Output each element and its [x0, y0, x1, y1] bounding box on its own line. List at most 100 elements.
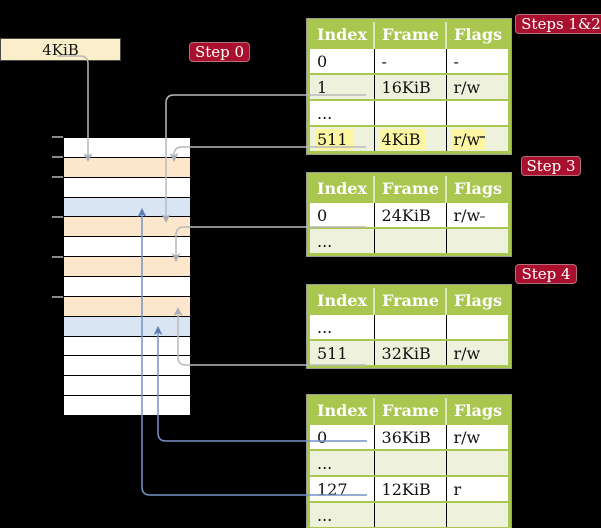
column-header-frame: Frame — [374, 286, 448, 314]
column-header-flags: Flags — [446, 396, 510, 424]
page-table-1: Index Frame Flags 0 - - 1 16KiB r/w ... … — [307, 19, 512, 154]
cell-flags: r/w — [446, 339, 510, 367]
cell-frame — [374, 501, 447, 528]
table-header-row: Index Frame Flags — [308, 174, 510, 202]
frame-tick — [52, 296, 63, 298]
page-table-2: Index Frame Flags 0 24KiB r/w ... — [307, 173, 512, 256]
cell-index: 0 — [308, 47, 375, 74]
cell-frame: 16KiB — [374, 73, 447, 100]
column-header-flags: Flags — [446, 20, 510, 48]
column-header-index: Index — [308, 20, 376, 48]
memory-frame-20KiB — [64, 237, 190, 258]
cell-index: 511 — [308, 125, 375, 153]
memory-frame-32KiB — [64, 296, 190, 317]
cell-flags: - — [446, 47, 510, 74]
cell-frame — [374, 227, 447, 255]
cell-frame — [374, 313, 447, 340]
table-row: 0 36KiB r/w — [308, 423, 510, 450]
cell-index: ... — [308, 99, 375, 126]
table-row: ... — [308, 99, 510, 126]
frame-tick — [52, 156, 63, 158]
cell-flags — [446, 99, 510, 126]
cell-flags: r/w — [446, 73, 510, 100]
cell-frame: 12KiB — [374, 475, 447, 502]
memory-frame-36KiB — [64, 316, 190, 337]
memory-frame-4KiB — [64, 157, 190, 178]
cell-index: ... — [308, 227, 375, 255]
cell-index: 1 — [308, 73, 375, 100]
table-row: ... — [308, 501, 510, 528]
step4-label: Step 4 — [521, 265, 571, 283]
cell-index: ... — [308, 501, 375, 528]
page-table-4: Index Frame Flags 0 36KiB r/w ... 127 12… — [307, 395, 512, 528]
cell-flags — [446, 449, 510, 476]
table-row: 127 12KiB r — [308, 475, 510, 502]
steps1-2-label: Steps 1&2 — [521, 15, 601, 33]
column-header-frame: Frame — [374, 20, 448, 48]
table-row: 511 32KiB r/w — [308, 339, 510, 367]
frame-size-box: 4KiB — [0, 38, 121, 61]
frame-tick — [52, 256, 63, 258]
column-header-index: Index — [308, 396, 376, 424]
cell-index: ... — [308, 449, 375, 476]
memory-frame-44KiB — [64, 356, 190, 377]
frame-size-label: 4KiB — [42, 40, 79, 59]
cell-index: 0 — [308, 423, 375, 450]
page-table-3: Index Frame Flags ... 511 32KiB r/w — [307, 285, 512, 368]
frame-tick — [52, 136, 63, 138]
cell-flags: r — [446, 475, 510, 502]
column-header-frame: Frame — [374, 174, 448, 202]
cell-frame: - — [374, 47, 447, 74]
column-header-index: Index — [308, 174, 376, 202]
cell-frame: 32KiB — [374, 339, 447, 367]
step3-label: Step 3 — [526, 157, 576, 175]
cell-frame — [374, 449, 447, 476]
cell-frame: 24KiB — [374, 201, 447, 228]
step4-badge: Step 4 — [515, 264, 577, 284]
column-header-flags: Flags — [446, 174, 510, 202]
cell-flags — [446, 501, 510, 528]
memory-frame-28KiB — [64, 277, 190, 297]
cell-flags: r/w — [446, 423, 510, 450]
memory-frame-16KiB — [64, 217, 190, 238]
cell-frame: 36KiB — [374, 423, 447, 450]
table-row-highlighted: 511 4KiB r/w — [308, 125, 510, 153]
cell-flags — [446, 313, 510, 340]
memory-frame-24KiB — [64, 257, 190, 278]
memory-frame-52KiB — [64, 396, 190, 416]
step0-label: Step 0 — [194, 43, 245, 61]
cell-flags: r/w — [446, 125, 510, 153]
frame-tick — [52, 176, 63, 178]
step3-badge: Step 3 — [521, 156, 581, 176]
table-row: 0 - - — [308, 47, 510, 74]
step0-badge: Step 0 — [189, 42, 250, 62]
cell-frame — [374, 99, 447, 126]
column-header-index: Index — [308, 286, 376, 314]
steps1-2-badge: Steps 1&2 — [515, 14, 601, 34]
column-header-frame: Frame — [374, 396, 448, 424]
physical-memory-column — [63, 137, 191, 416]
table-row: ... — [308, 313, 510, 340]
cell-index: 127 — [308, 475, 375, 502]
memory-frame-0KiB — [64, 138, 190, 158]
table-row: 1 16KiB r/w — [308, 73, 510, 100]
artifact-dash — [480, 216, 485, 218]
cell-flags — [446, 227, 510, 255]
table-header-row: Index Frame Flags — [308, 396, 510, 424]
table-header-row: Index Frame Flags — [308, 286, 510, 314]
table-row: ... — [308, 449, 510, 476]
table-row: ... — [308, 227, 510, 255]
memory-frame-40KiB — [64, 336, 190, 357]
frame-tick — [52, 216, 63, 218]
artifact-dash — [480, 136, 485, 138]
cell-index: 511 — [308, 339, 375, 367]
memory-frame-48KiB — [64, 376, 190, 397]
memory-frame-12KiB — [64, 197, 190, 218]
memory-frame-8KiB — [64, 177, 190, 198]
table-header-row: Index Frame Flags — [308, 20, 510, 48]
cell-index: 0 — [308, 201, 375, 228]
table-row: 0 24KiB r/w — [308, 201, 510, 228]
column-header-flags: Flags — [446, 286, 510, 314]
cell-flags: r/w — [446, 201, 510, 228]
